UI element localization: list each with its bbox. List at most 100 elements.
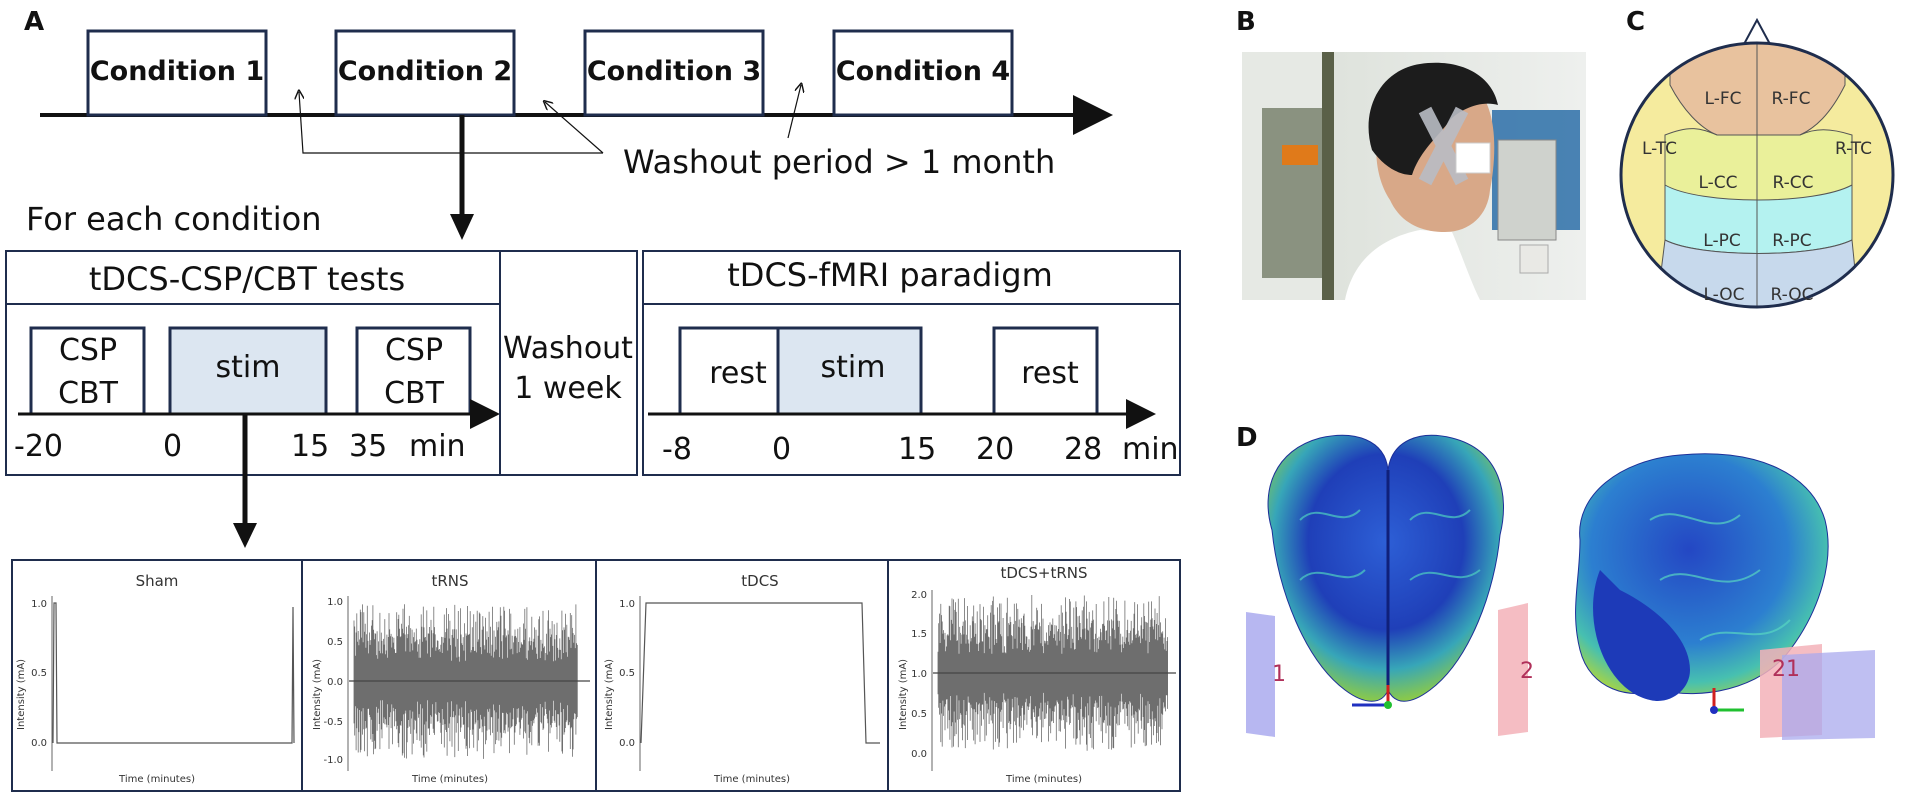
region-label: L-OC (1703, 285, 1744, 305)
plot-trns: tRNS 1.0 0.5 0.0 -0.5 -1.0 Intensity (mA… (301, 559, 597, 792)
brain-front-view: 1 2 (1246, 434, 1534, 737)
fmri-rest-box-1 (678, 326, 780, 416)
ylabel: Intensity (mA) (16, 659, 27, 730)
ytick: 0.5 (911, 709, 927, 720)
csp-cbt-box: tDCS-CSP/CBT tests CSP CBT stim CSP CBT … (5, 250, 501, 476)
sham-waveform (52, 602, 295, 744)
region-label: R-TC (1835, 139, 1872, 159)
csp-pre-label: CSP (59, 333, 117, 368)
xlabel: Time (minutes) (118, 774, 195, 785)
csp-tick: 15 (291, 429, 329, 464)
ylabel: Intensity (mA) (898, 659, 909, 730)
csp-tick: 0 (163, 429, 182, 464)
fmri-tick: 20 (976, 432, 1014, 467)
panel-label-b: B (1236, 7, 1256, 37)
ytick: 1.0 (911, 669, 927, 680)
region-label: L-TC (1642, 139, 1677, 159)
ytick: 0.0 (619, 738, 635, 749)
electrode-2-pad (1498, 603, 1528, 736)
panel-label-c: C (1626, 7, 1645, 37)
ytick: 1.0 (327, 597, 343, 608)
plot-title: tRNS (431, 572, 468, 590)
axis-origin (1384, 701, 1392, 709)
ylabel: Intensity (mA) (604, 659, 615, 730)
ylabel: Intensity (mA) (312, 659, 323, 730)
electrode-1-pad (1246, 612, 1275, 737)
cbt-pre-label: CBT (58, 376, 119, 411)
for-each-label: For each condition (26, 200, 321, 238)
washout-week-line1: Washout (503, 331, 633, 366)
ytick: 0.5 (327, 637, 343, 648)
panel-label-a: A (24, 7, 44, 37)
washout-arrow-2 (545, 102, 604, 154)
tdcs-waveform (640, 602, 880, 744)
subject-photo (1242, 52, 1586, 300)
plot-title: tDCS (741, 572, 778, 590)
condition-box-3: Condition 3 (583, 29, 765, 117)
csp-pre-box (29, 326, 146, 416)
csp-stim-label: stim (216, 350, 281, 385)
ytick: 2.0 (911, 590, 927, 601)
axis-origin (1710, 706, 1718, 714)
washout-arrow-1 (299, 92, 603, 154)
fmri-box-title: tDCS-fMRI paradigm (727, 256, 1052, 294)
csp-post-box (355, 326, 472, 416)
fmri-tick: 28 (1064, 432, 1102, 467)
ytick: 1.0 (619, 599, 635, 610)
fmri-rest-label-1: rest (709, 356, 767, 391)
region-label: L-CC (1698, 173, 1737, 193)
brain-side-view: 21 (1575, 453, 1875, 740)
electrode-side-label: 21 (1772, 657, 1800, 682)
fmri-tick: 15 (898, 432, 936, 467)
condition-label: Condition 3 (587, 56, 761, 87)
csp-unit: min (409, 429, 466, 464)
csp-tick: -20 (14, 429, 63, 464)
xlabel: Time (minutes) (713, 774, 790, 785)
ytick: -1.0 (323, 755, 343, 766)
region-label: L-PC (1703, 231, 1740, 251)
stimulation-waveforms: Sham 1.0 0.5 0.0 Intensity (mA) Time (mi… (11, 559, 1181, 792)
ytick: 0.5 (619, 668, 635, 679)
plot-title: tDCS+tRNS (1000, 564, 1087, 582)
region-label: R-CC (1773, 173, 1814, 193)
region-label: L-FC (1705, 89, 1742, 109)
ytick: -0.5 (323, 717, 343, 728)
ytick: 0.0 (31, 738, 47, 749)
condition-box-2: Condition 2 (334, 29, 516, 117)
ytick: 0.5 (31, 668, 47, 679)
ytick: 1.0 (31, 599, 47, 610)
fmri-unit: min (1122, 432, 1179, 467)
brain-front (1267, 434, 1504, 702)
fmri-rest-label-2: rest (1021, 356, 1079, 391)
panel-label-d: D (1236, 423, 1258, 453)
washout-week-box: Washout 1 week (499, 250, 638, 476)
down-arrow-2-head (233, 523, 257, 548)
xlabel: Time (minutes) (411, 774, 488, 785)
plot-tdcs-trns: tDCS+tRNS 2.0 1.5 1.0 0.5 0.0 Intensity … (887, 559, 1181, 792)
condition-box-4: Condition 4 (832, 29, 1014, 117)
fmri-tick: 0 (772, 432, 791, 467)
fmri-box: tDCS-fMRI paradigm rest stim rest -8 0 1… (642, 250, 1181, 476)
ytick: 0.0 (327, 677, 343, 688)
shirt (1345, 230, 1480, 300)
electrode-1-label: 1 (1272, 662, 1286, 687)
fmri-stim-label: stim (821, 350, 886, 385)
condition-label: Condition 2 (338, 56, 512, 87)
csp-box-title: tDCS-CSP/CBT tests (89, 260, 405, 298)
xlabel: Time (minutes) (1005, 774, 1082, 785)
washout-week-line2: 1 week (514, 371, 622, 406)
condition-label: Condition 1 (90, 56, 264, 87)
cbt-post-label: CBT (384, 376, 445, 411)
condition-label: Condition 4 (836, 56, 1010, 87)
fmri-tick: -8 (662, 432, 692, 467)
face-mask (1455, 142, 1491, 174)
down-arrow-head (450, 214, 474, 240)
plot-title: Sham (136, 572, 179, 590)
electrode-2-label: 2 (1520, 659, 1534, 684)
csp-stim-box (168, 326, 328, 416)
region-label: R-FC (1772, 89, 1811, 109)
plot-tdcs: tDCS 1.0 0.5 0.0 Intensity (mA) Time (mi… (595, 559, 889, 792)
region-label: R-OC (1771, 285, 1814, 305)
electrode-1-side-pad (1782, 650, 1875, 740)
